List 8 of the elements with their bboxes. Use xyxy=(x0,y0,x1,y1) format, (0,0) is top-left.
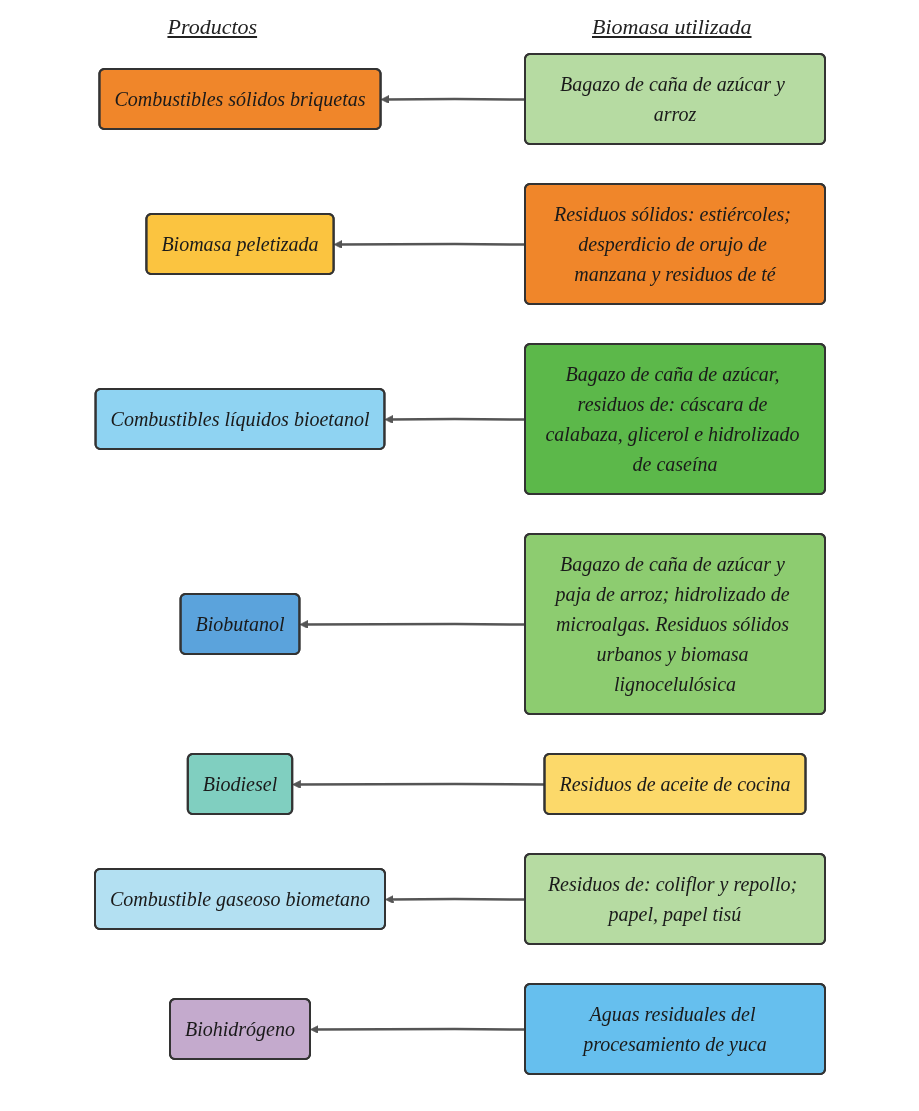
arrow xyxy=(299,620,525,629)
column-heading: Productos xyxy=(167,14,258,40)
arrow xyxy=(380,95,525,104)
arrow xyxy=(384,895,525,904)
column-heading: Biomasa utilizada xyxy=(592,14,752,40)
arrow xyxy=(333,240,525,249)
arrow xyxy=(384,415,525,424)
arrow xyxy=(309,1025,525,1034)
